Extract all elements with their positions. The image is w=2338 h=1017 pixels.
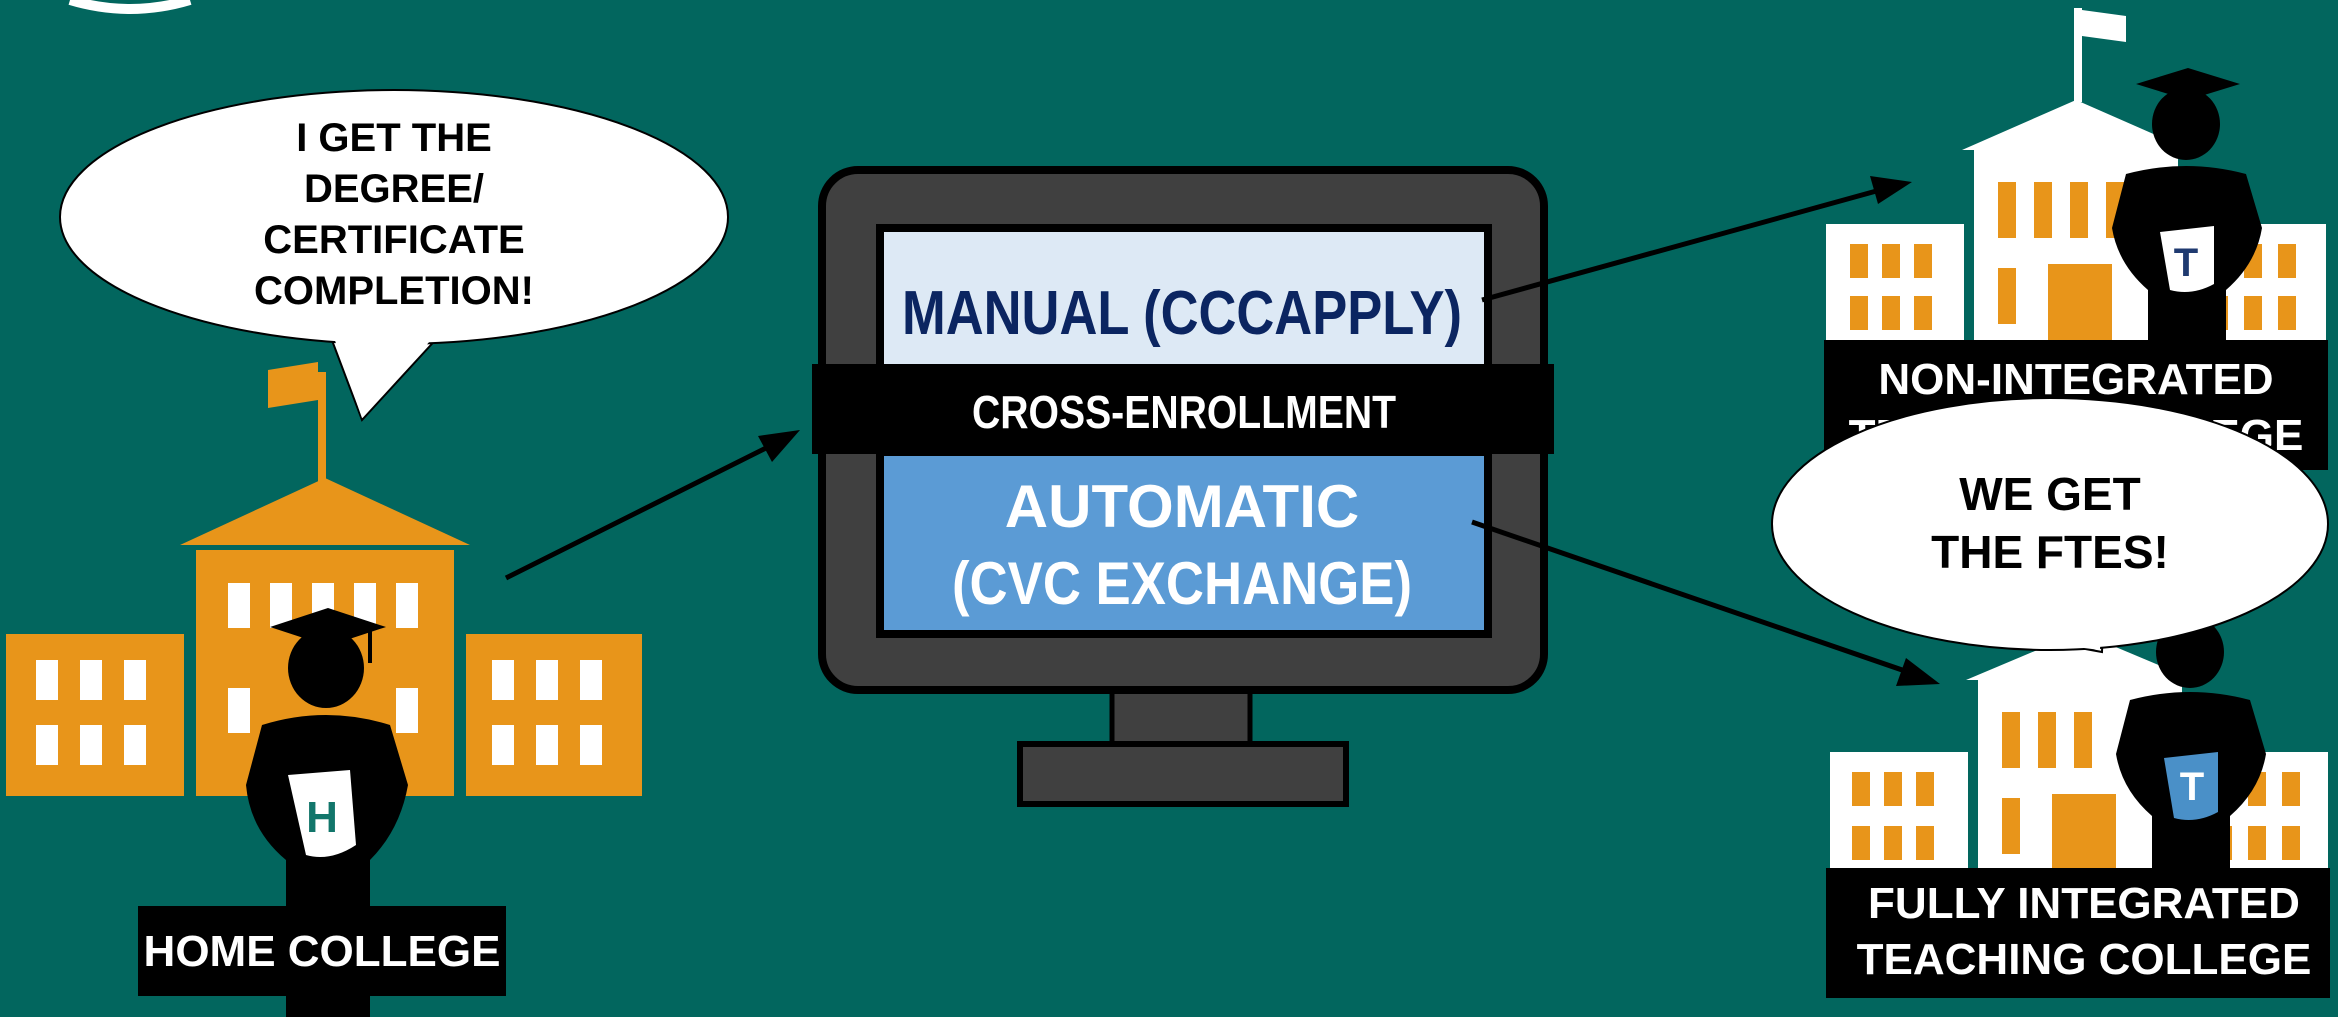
non-integrated-badge-letter: T	[2174, 241, 2198, 285]
arrow-icon	[1471, 176, 1940, 686]
home-bubble-line-4: COMPLETION!	[254, 269, 534, 313]
manual-panel	[884, 232, 1484, 368]
flag-icon	[2074, 8, 2126, 102]
cross-enrollment-band	[812, 364, 1554, 454]
home-label-box	[138, 906, 506, 996]
flag-icon	[268, 362, 326, 482]
fully-integrated-label-line-2: TEACHING COLLEGE	[1857, 935, 2312, 984]
non-integrated-label-line-1: NON-INTEGRATED	[1878, 355, 2273, 404]
automatic-label-line-1: AUTOMATIC	[1005, 473, 1359, 540]
monitor-icon	[812, 166, 1554, 807]
home-badge: H	[288, 770, 356, 858]
non-integrated-badge: T	[2160, 226, 2214, 292]
logo-fragment-icon	[68, 0, 192, 14]
home-bubble-line-2: DEGREE/	[304, 167, 484, 211]
home-badge-letter: H	[306, 793, 338, 842]
fully-integrated-badge: T	[2164, 752, 2218, 820]
fully-integrated-label-line-1: FULLY INTEGRATED	[1868, 879, 2300, 928]
automatic-panel	[884, 456, 1484, 630]
fully-integrated-label-box	[1826, 868, 2330, 998]
fully-integrated-badge-letter: T	[2180, 765, 2204, 809]
cross-enrollment-label: CROSS-ENROLLMENT	[972, 386, 1396, 438]
fully-integrated-bubble-line-2: THE FTES!	[1931, 526, 2169, 578]
manual-label: MANUAL (CCCAPPLY)	[902, 279, 1462, 348]
fully-integrated-college-group: T FULLY INTEGRATED TEACHING COLLEGE WE G…	[1771, 397, 2330, 998]
home-label: HOME COLLEGE	[144, 927, 501, 976]
arrow-icon	[504, 430, 800, 581]
speech-bubble-icon	[1771, 397, 2329, 654]
speech-bubble-icon	[59, 89, 729, 422]
home-bubble-line-3: CERTIFICATE	[263, 218, 524, 262]
home-college-group: H HOME COLLEGE I GET THE DEGREE/ CERTIFI…	[6, 89, 729, 1017]
fully-integrated-bubble-line-1: WE GET	[1959, 468, 2140, 520]
automatic-label-line-2: (CVC EXCHANGE)	[952, 550, 1412, 617]
home-bubble-line-1: I GET THE	[296, 116, 492, 160]
